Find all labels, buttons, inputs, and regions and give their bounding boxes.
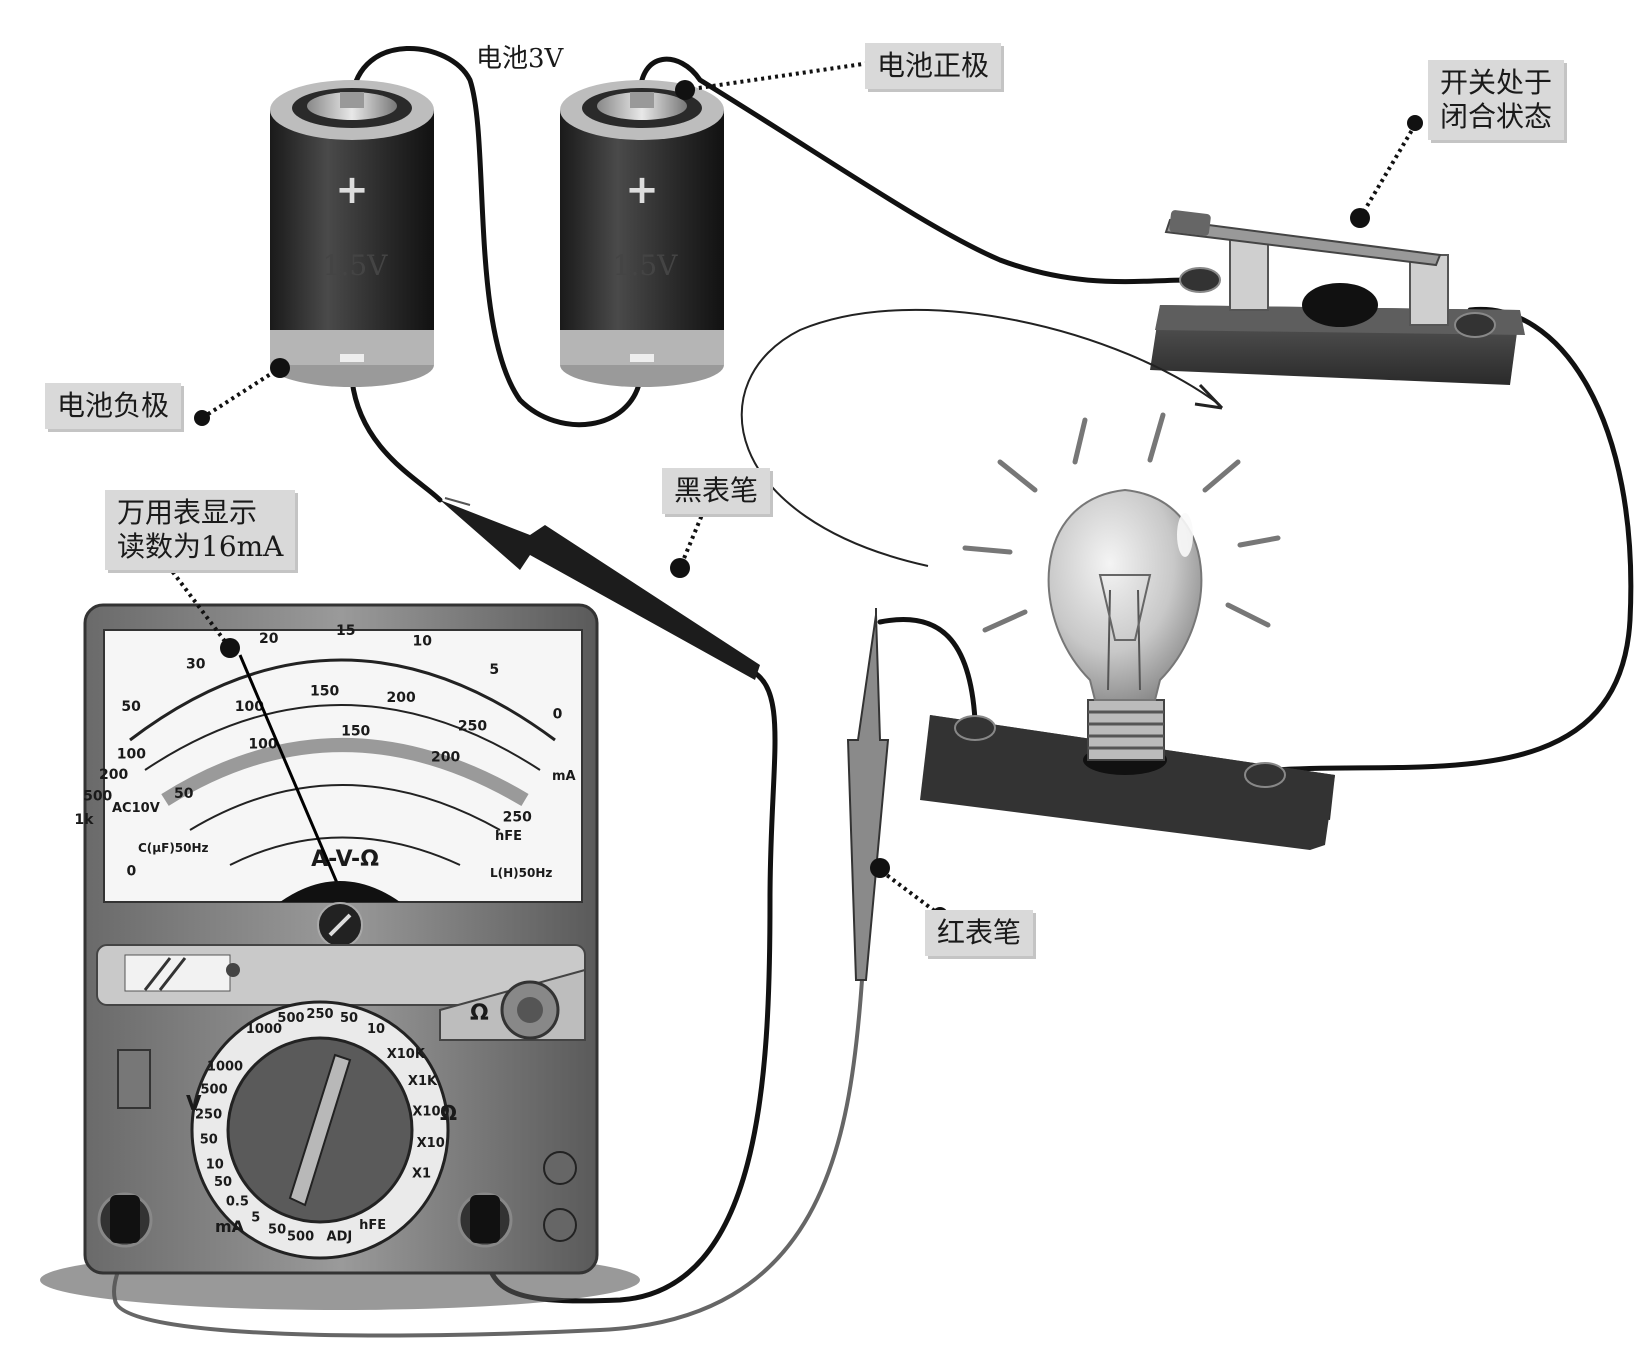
red-probe bbox=[846, 608, 890, 981]
battery-minus-icon bbox=[340, 354, 364, 362]
dial-v-label: V bbox=[186, 1091, 202, 1115]
wire-positive-to-switch bbox=[637, 56, 1193, 285]
light-rays bbox=[962, 412, 1281, 633]
dial-range-label: 1000 bbox=[207, 1060, 243, 1075]
switch-state-line2: 闭合状态 bbox=[1440, 100, 1553, 133]
dial-range-label: 5 bbox=[251, 1211, 260, 1226]
wire-red-probe-to-meter bbox=[112, 978, 864, 1338]
dial-range-label: X100 bbox=[412, 1104, 449, 1119]
dial-range-label: 500 bbox=[277, 1011, 304, 1026]
battery-total-label: 电池3V bbox=[476, 44, 564, 74]
positive-terminal-callout: 电池正极 bbox=[865, 43, 1002, 89]
dial-pointer bbox=[288, 1053, 352, 1207]
dial-range-label: 50 bbox=[200, 1133, 218, 1148]
dial-range-label: 250 bbox=[195, 1107, 222, 1122]
battery-voltage-label: 1.5V bbox=[323, 249, 389, 282]
dial-ma-label: mA bbox=[215, 1217, 245, 1236]
scale-tick-label: 250 bbox=[458, 719, 487, 735]
dial-range-label: X10K bbox=[387, 1047, 426, 1062]
dial-range-label: hFE bbox=[359, 1218, 386, 1233]
dial-range-label: 50 bbox=[268, 1223, 286, 1238]
dial-range-label: X10 bbox=[417, 1136, 445, 1151]
black-probe bbox=[440, 497, 760, 680]
meter-reading-line1: 万用表显示 bbox=[117, 496, 258, 529]
dial-range-label: 0.5 bbox=[226, 1195, 249, 1210]
ma-unit-label: mA bbox=[552, 769, 576, 784]
scale-tick-label: 250 bbox=[503, 810, 532, 826]
mode-label: A-V-Ω bbox=[311, 847, 379, 872]
dial-range-label: 500 bbox=[287, 1229, 314, 1244]
scale-tick-label: 15 bbox=[336, 623, 355, 639]
dial-range-label: X1 bbox=[412, 1166, 431, 1181]
battery-plus-icon: + bbox=[335, 167, 369, 213]
scale-tick-label: 50 bbox=[174, 786, 194, 802]
scale-tick-label: 0 bbox=[553, 707, 563, 723]
dial-range-label: 250 bbox=[306, 1007, 333, 1022]
dial-range-label: 50 bbox=[340, 1011, 358, 1026]
scale-tick-label: 200 bbox=[99, 767, 128, 783]
dial-range-label: 50 bbox=[214, 1175, 232, 1190]
dial-range-label: 10 bbox=[206, 1157, 224, 1172]
scale-tick-label: 1k bbox=[74, 812, 94, 828]
meter-reading-callout: 万用表显示 读数为16mA bbox=[105, 490, 296, 570]
scale-tick-label: 20 bbox=[259, 631, 279, 647]
scale-tick-label: 150 bbox=[341, 724, 370, 740]
scale-tick-label: 500 bbox=[83, 789, 112, 805]
meter-needle bbox=[238, 654, 342, 891]
battery-minus-icon bbox=[630, 354, 654, 362]
scale-tick-label: 100 bbox=[248, 737, 277, 753]
meter-scale-arcs bbox=[129, 658, 556, 866]
inductance-label: L(H)50Hz bbox=[490, 866, 552, 880]
battery-plus-icon: + bbox=[625, 167, 659, 213]
battery-right: + 1.5V bbox=[560, 80, 724, 387]
red-probe-callout: 红表笔 bbox=[925, 910, 1034, 956]
wire-bulb-to-red-probe bbox=[877, 616, 978, 723]
scale-tick-label: 200 bbox=[386, 690, 415, 706]
negative-terminal-callout: 电池负极 bbox=[45, 383, 182, 429]
dial-range-label: 1000 bbox=[246, 1022, 282, 1037]
scale-tick-label: 0 bbox=[127, 864, 137, 880]
dial-range-label: 10 bbox=[367, 1022, 385, 1037]
black-probe-callout: 黑表笔 bbox=[662, 468, 771, 514]
ohm-adjust-label: Ω bbox=[470, 1001, 489, 1026]
meter-reading-line2: 读数为16mA bbox=[117, 530, 284, 563]
leader-lines bbox=[158, 58, 1417, 917]
dial-range-label: 500 bbox=[201, 1083, 228, 1098]
scale-tick-label: 200 bbox=[431, 749, 460, 765]
wire-battery-link bbox=[349, 45, 643, 428]
scale-tick-label: 30 bbox=[186, 657, 206, 673]
capacitance-label: C(μF)50Hz bbox=[138, 841, 209, 855]
battery-voltage-label: 1.5V bbox=[613, 249, 679, 282]
knife-switch bbox=[1150, 210, 1525, 385]
current-flow-arrow bbox=[740, 308, 1221, 567]
wire-switch-to-bulb bbox=[1272, 306, 1634, 773]
wire-negative-to-black-probe bbox=[349, 377, 443, 503]
battery-left: + 1.5V bbox=[270, 80, 434, 387]
scale-tick-label: 100 bbox=[235, 699, 264, 715]
scale-tick-label: 150 bbox=[310, 683, 339, 699]
dial-range-label: ADJ bbox=[327, 1229, 353, 1244]
switch-state-callout: 开关处于 闭合状态 bbox=[1428, 60, 1565, 140]
scale-tick-label: 100 bbox=[117, 747, 146, 763]
switch-state-line1: 开关处于 bbox=[1440, 66, 1553, 99]
scale-tick-label: 5 bbox=[489, 662, 499, 678]
scale-tick-label: 10 bbox=[413, 634, 433, 650]
hfe-label: hFE bbox=[495, 829, 522, 844]
acv-label: AC10V bbox=[112, 801, 160, 816]
leader-dots bbox=[152, 50, 1423, 923]
arrow-head-icon bbox=[1194, 383, 1224, 410]
dial-ohm-label: Ω bbox=[440, 1101, 457, 1125]
scale-tick-label: 50 bbox=[121, 699, 141, 715]
dial-range-label: X1K bbox=[408, 1074, 438, 1089]
meter-display-panel bbox=[103, 629, 583, 903]
light-bulb bbox=[920, 412, 1335, 850]
wires bbox=[112, 45, 1634, 1338]
